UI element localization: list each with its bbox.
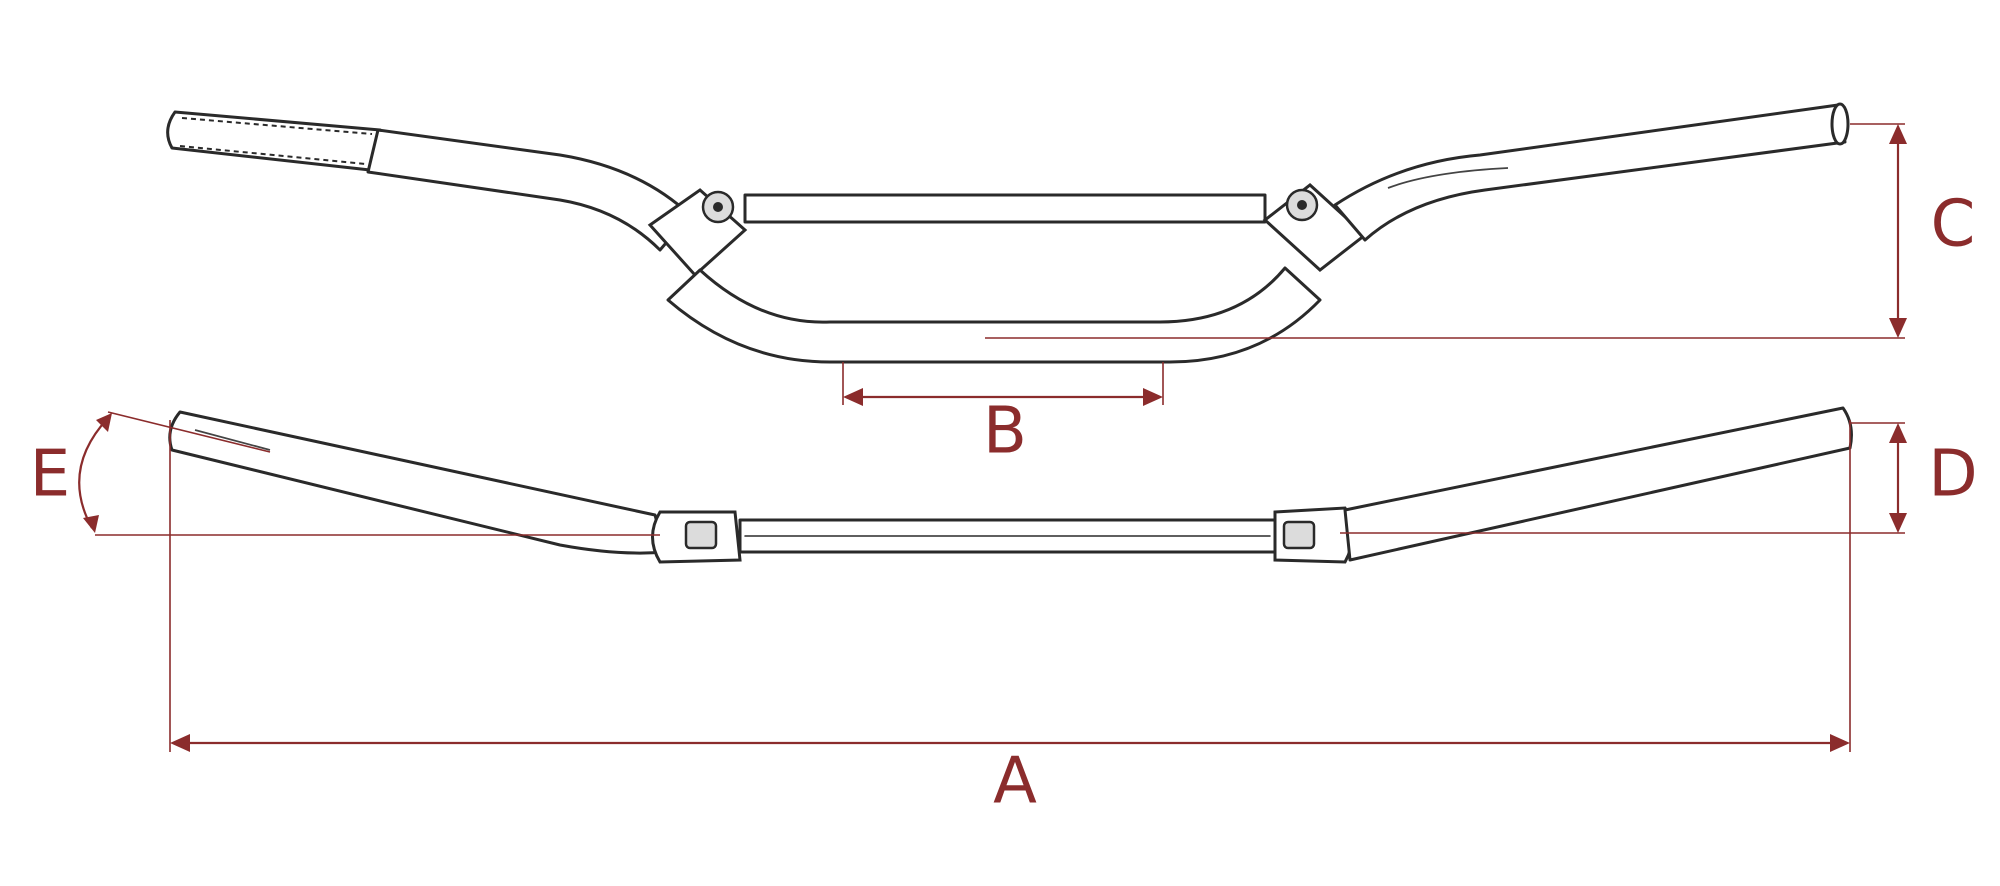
right-side-tube	[1343, 406, 1853, 562]
dim-e-arc	[78, 417, 109, 529]
crossbar	[743, 193, 1267, 224]
handlebar-front-view	[166, 102, 1850, 364]
left-grip-knurl-top	[181, 117, 373, 135]
dim-e-arrow-bottom	[83, 515, 99, 533]
dim-c-arrow-top	[1889, 124, 1907, 144]
left-side-tube	[168, 410, 667, 555]
dim-d-label: D	[1928, 438, 1977, 512]
dimension-annotations: A B C D E	[30, 123, 1978, 819]
right-tube-highlight	[1387, 167, 1509, 189]
dim-b-arrow-right	[1143, 388, 1163, 406]
left-grip	[166, 110, 382, 172]
left-side-clamp-bolt	[684, 520, 718, 550]
dim-c-label: C	[1931, 188, 1976, 262]
left-upper-tube	[366, 128, 692, 252]
right-upper-tube	[1333, 103, 1847, 242]
dim-d-arrow-bottom	[1889, 513, 1907, 533]
dim-e-extension-upper	[107, 411, 271, 453]
handlebar-top-view	[168, 406, 1853, 564]
dim-b-arrow-left	[843, 388, 863, 406]
dim-a-label: A	[993, 745, 1037, 819]
dim-e-label: E	[30, 438, 70, 512]
dim-e-arrow-top	[96, 413, 112, 432]
center-lower-tube	[666, 266, 1322, 364]
left-side-tube-highlight	[194, 429, 271, 451]
dim-b-label: B	[983, 395, 1027, 469]
right-clamp-bolt-center	[1297, 200, 1307, 210]
dim-a-arrow-left	[170, 734, 190, 752]
right-end-cap	[1830, 102, 1850, 146]
dim-c-arrow-bottom	[1889, 318, 1907, 338]
dim-d-arrow-top	[1889, 423, 1907, 443]
dim-a-arrow-right	[1830, 734, 1850, 752]
right-side-clamp-bolt	[1282, 520, 1316, 550]
left-clamp-bolt-center	[713, 202, 723, 212]
left-grip-knurl-bottom	[179, 145, 367, 165]
